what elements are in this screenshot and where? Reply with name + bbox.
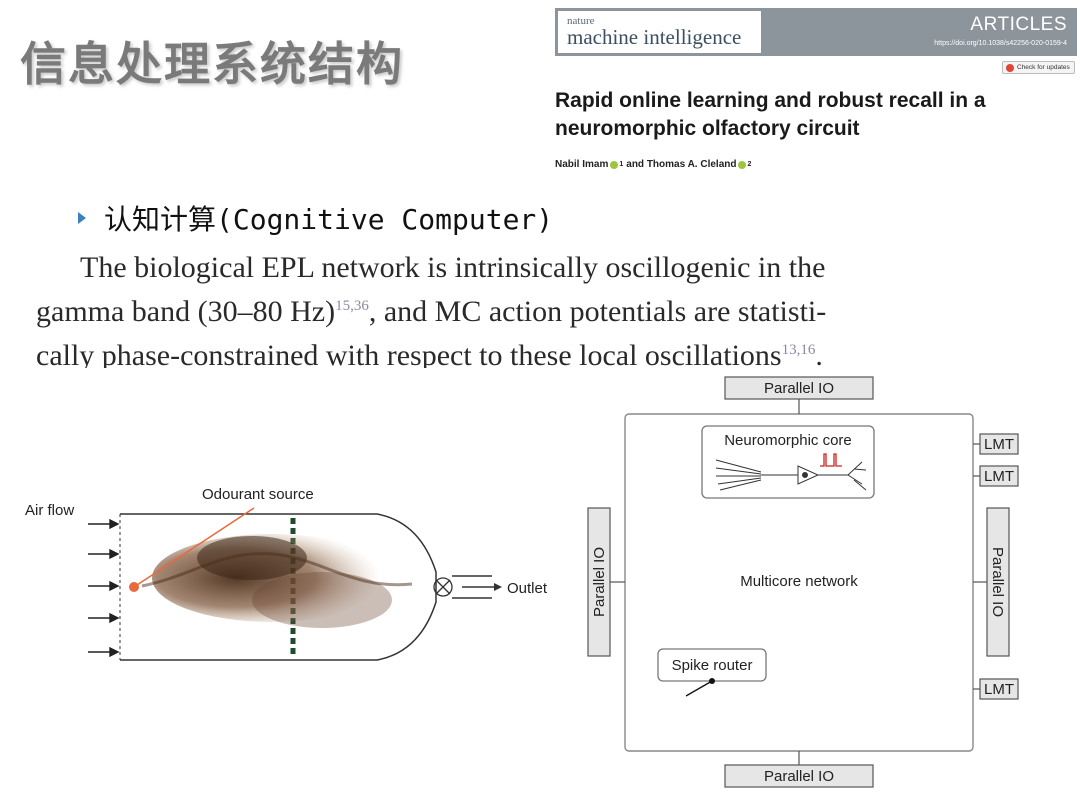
- lmt-label: LMT: [984, 436, 1014, 453]
- bullet-item: 认知计算(Cognitive Computer): [78, 198, 553, 238]
- lmt-box: [979, 465, 1019, 487]
- check-updates-button[interactable]: Check for updates: [1002, 61, 1075, 74]
- outlet-arrow-icon: [494, 583, 502, 591]
- parallel-io-right-label: Parallel IO: [989, 547, 1006, 617]
- spike-router-pointer: [685, 680, 713, 697]
- odourant-source-marker: [129, 582, 139, 592]
- paper-title: Rapid online learning and robust recall …: [555, 89, 986, 140]
- paper-excerpt: The biological EPL network is intrinsica…: [36, 248, 966, 368]
- spike-train-icon: [820, 453, 842, 467]
- triangle-right-icon: [78, 212, 86, 224]
- odourant-source-label: Odourant source: [202, 486, 314, 503]
- parallel-io-bottom-label: Parallel IO: [764, 768, 834, 785]
- lmt-label: LMT: [984, 468, 1014, 485]
- check-updates-label: Check for updates: [1017, 64, 1070, 71]
- journal-logo: nature machine intelligence: [558, 11, 761, 53]
- journal-logo-small: nature: [567, 15, 595, 27]
- wind-tunnel-outline: [120, 513, 437, 661]
- author-2: and Thomas A. Cleland: [626, 159, 737, 170]
- author-1-affil: 1: [619, 161, 624, 168]
- parallel-io-top-label: Parallel IO: [764, 380, 834, 397]
- section-label: ARTICLES: [970, 14, 1067, 35]
- slide-title: 信息处理系统结构: [20, 37, 404, 91]
- neuromorphic-core-label: Neuromorphic core: [724, 432, 852, 449]
- odour-plume: [141, 534, 413, 628]
- excerpt-line-2: gamma band (30–80 Hz)15,36, and MC actio…: [36, 295, 827, 328]
- excerpt-line-3: cally phase-constrained with respect to …: [36, 339, 823, 368]
- crossmark-icon: [1006, 63, 1014, 72]
- odour-plume-figure: Air flow Odourant source Outlet: [25, 486, 548, 661]
- lmt-box: [979, 433, 1019, 455]
- parallel-io-left-label: Parallel IO: [591, 547, 608, 617]
- neuron-icon: [715, 459, 867, 491]
- multicore-network-label: Multicore network: [740, 573, 858, 590]
- journal-logo-name: machine intelligence: [567, 25, 742, 49]
- spike-router-label: Spike router: [672, 657, 753, 674]
- neuromorphic-chip-figure: Parallel IO Parallel IO Parallel IO Paralle…: [587, 376, 1019, 788]
- orcid-icon[interactable]: [738, 160, 747, 169]
- bullet-text: 认知计算(Cognitive Computer): [104, 203, 554, 236]
- source-pointer: [133, 507, 255, 588]
- air-flow-label: Air flow: [25, 502, 74, 519]
- author-2-affil: 2: [747, 161, 752, 168]
- outlet-duct: [452, 575, 494, 599]
- air-flow-arrows: [88, 518, 120, 658]
- orcid-icon[interactable]: [610, 160, 619, 169]
- doi-link[interactable]: https://doi.org/10.1038/s42256-020-0159-…: [934, 40, 1067, 47]
- journal-banner: nature machine intelligence ARTICLES htt…: [555, 8, 1077, 56]
- spike-router-dot: [709, 678, 715, 684]
- outlet-label: Outlet: [507, 580, 548, 597]
- lmt-box: [979, 678, 1019, 700]
- lmt-label: LMT: [984, 681, 1014, 698]
- author-line: Nabil Imam 1 and Thomas A. Cleland 2: [555, 159, 751, 170]
- outlet-fan-icon: [433, 577, 453, 597]
- excerpt-line-1: The biological EPL network is intrinsica…: [80, 251, 826, 284]
- author-1: Nabil Imam: [555, 159, 609, 170]
